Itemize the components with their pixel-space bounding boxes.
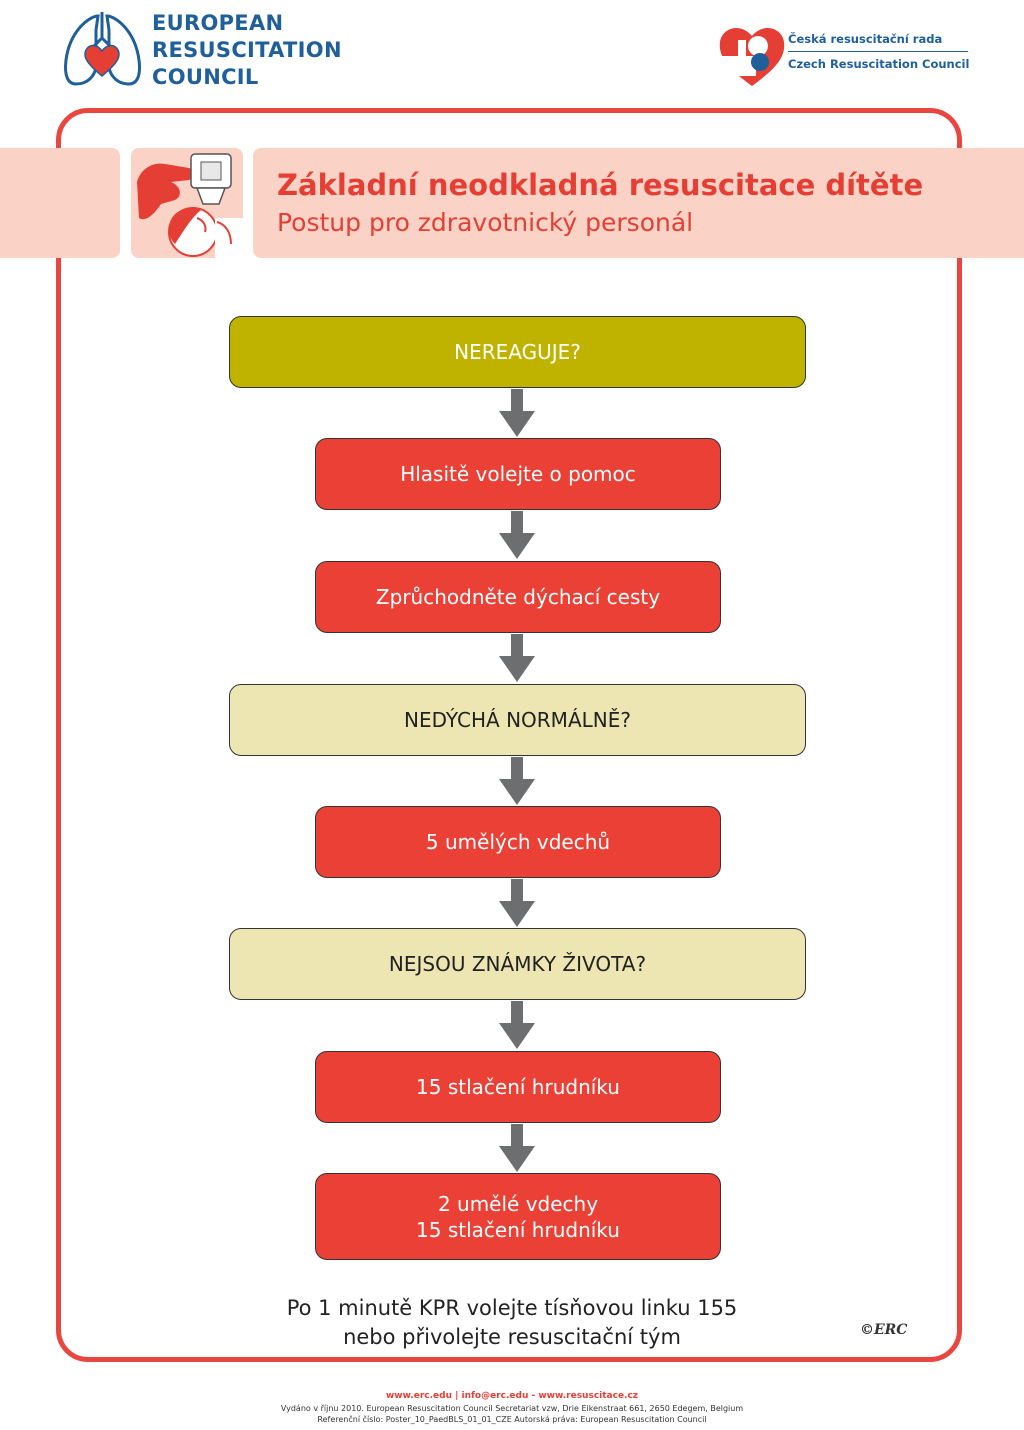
erc-signature: ©ERC: [860, 1322, 908, 1338]
erc-name-line: COUNCIL: [152, 65, 259, 89]
arrow-down-icon: [499, 1124, 535, 1172]
erc-logo: EUROPEAN RESUSCITATION COUNCIL: [60, 10, 360, 95]
crr-heart-icon: [719, 28, 785, 86]
flow-step-label: 15 stlačení hrudníku: [416, 1075, 620, 1099]
lungs-heart-icon: [64, 12, 141, 86]
note-line: nebo přivolejte resuscitační tým: [343, 1325, 681, 1349]
poster-frame: [56, 108, 962, 1362]
arrow-down-icon: [499, 634, 535, 682]
flow-step-breaths-compressions-cycle: 2 umělé vdechy 15 stlačení hrudníku: [315, 1173, 721, 1260]
flow-step-label: Zprůchodněte dýchací cesty: [375, 585, 661, 609]
flow-step-label: NEJSOU ZNÁMKY ŽIVOTA?: [388, 952, 647, 976]
flow-step-shout-help: Hlasitě volejte o pomoc: [315, 438, 721, 510]
erc-name: EUROPEAN RESUSCITATION COUNCIL: [152, 10, 342, 91]
flow-step-label: NEDÝCHÁ NORMÁLNĚ?: [404, 708, 631, 732]
title-band: Základní neodkladná resuscitace dítěte P…: [0, 148, 1024, 258]
arrow-down-icon: [499, 879, 535, 927]
flow-step-open-airway: Zprůchodněte dýchací cesty: [315, 561, 721, 633]
flow-step-unresponsive: NEREAGUJE?: [229, 316, 806, 388]
flow-step-line: 2 umělé vdechy: [437, 1191, 599, 1216]
flow-step-line: 15 stlačení hrudníku: [416, 1217, 620, 1242]
flow-arrow: [499, 634, 535, 682]
flow-arrow: [499, 389, 535, 437]
flow-step-chest-compressions: 15 stlačení hrudníku: [315, 1051, 721, 1123]
footer-reference: Referenční číslo: Poster_10_PaedBLS_01_0…: [317, 1415, 707, 1424]
footer-publisher: Vydáno v říjnu 2010. European Resuscitat…: [280, 1404, 744, 1413]
flow-step-rescue-breaths: 5 umělých vdechů: [315, 806, 721, 878]
flow-step-label: Hlasitě volejte o pomoc: [400, 462, 636, 486]
flow-arrow: [499, 757, 535, 805]
note-line: Po 1 minutě KPR volejte tísňovou linku 1…: [286, 1296, 738, 1320]
arrow-down-icon: [499, 1001, 535, 1049]
flow-arrow: [499, 511, 535, 559]
flow-step-not-breathing: NEDÝCHÁ NORMÁLNĚ?: [229, 684, 806, 756]
footer: www.erc.edu | info@erc.edu - www.resusci…: [0, 1390, 1024, 1425]
erc-name-line: EUROPEAN: [152, 11, 284, 35]
child-ventilation-illustration: [131, 148, 243, 258]
flow-step-no-signs-of-life: NEJSOU ZNÁMKY ŽIVOTA?: [229, 928, 806, 1000]
crr-name-en: Czech Resuscitation Council: [788, 57, 970, 71]
crr-name-cz: Česká resuscitační rada: [788, 32, 968, 52]
crr-name: Česká resuscitační rada Czech Resuscitat…: [788, 32, 969, 71]
erc-name-line: RESUSCITATION: [152, 38, 342, 62]
flow-arrow: [499, 1124, 535, 1172]
page-title: Základní neodkladná resuscitace dítěte: [277, 168, 924, 202]
title-panel: Základní neodkladná resuscitace dítěte P…: [253, 148, 1024, 258]
flow-arrow: [499, 1001, 535, 1049]
arrow-down-icon: [499, 757, 535, 805]
arrow-down-icon: [499, 389, 535, 437]
flow-step-label: 5 umělých vdechů: [425, 830, 611, 854]
crr-logo: Česká resuscitační rada Czech Resuscitat…: [716, 20, 986, 90]
flow-step-label: NEREAGUJE?: [454, 340, 581, 364]
call-emergency-note: Po 1 minutě KPR volejte tísňovou linku 1…: [0, 1294, 1024, 1352]
band-decoration: [0, 148, 120, 258]
arrow-down-icon: [499, 511, 535, 559]
footer-links[interactable]: www.erc.edu | info@erc.edu - www.resusci…: [385, 1391, 639, 1401]
page-subtitle: Postup pro zdravotnický personál: [277, 208, 694, 237]
flow-step-label: 2 umělé vdechy 15 stlačení hrudníku: [416, 1191, 620, 1243]
child-bag-mask-icon: [137, 153, 243, 258]
flow-arrow: [499, 879, 535, 927]
